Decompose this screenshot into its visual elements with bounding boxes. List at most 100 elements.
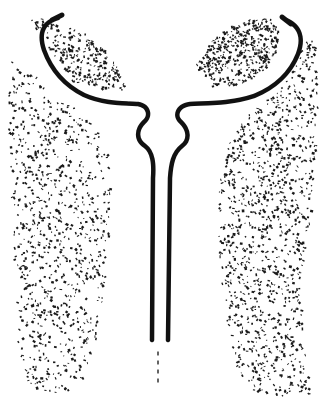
stipple-dot (282, 109, 283, 112)
stipple-dot (48, 192, 49, 194)
stipple-dot (12, 104, 15, 106)
stipple-dot (298, 137, 299, 139)
stipple-dot (250, 71, 251, 73)
stipple-dot (262, 216, 265, 218)
stipple-dot (266, 232, 268, 235)
stipple-dot (228, 181, 230, 184)
stipple-dot (25, 283, 27, 284)
stipple-dot (231, 267, 233, 269)
stipple-dot (95, 82, 97, 83)
stipple-dot (280, 273, 282, 276)
stipple-dot (23, 163, 25, 165)
stipple-dot (83, 55, 85, 58)
stipple-dot (219, 45, 222, 46)
stipple-dot (34, 345, 36, 348)
stipple-dot (108, 83, 110, 85)
stipple-dot (70, 126, 73, 127)
stipple-dot (242, 187, 245, 189)
stipple-dot (278, 132, 280, 133)
stipple-dot (271, 98, 273, 99)
stipple-dot (249, 251, 252, 254)
stipple-dot (33, 145, 34, 147)
stipple-dot (109, 79, 110, 81)
stipple-dot (307, 208, 309, 210)
stipple-dot (105, 58, 107, 60)
stipple-dot (79, 228, 81, 229)
stipple-dot (78, 205, 79, 207)
stipple-dot (48, 139, 50, 142)
stipple-dot (233, 58, 235, 60)
stipple-dot (38, 323, 39, 325)
stipple-dot (223, 54, 224, 56)
stipple-dot (20, 123, 22, 125)
stipple-dot (277, 175, 279, 177)
stipple-dot (218, 70, 220, 71)
stipple-dot (265, 176, 268, 178)
stipple-dot (253, 252, 254, 253)
stipple-dot (58, 211, 60, 213)
stipple-dot (255, 273, 257, 276)
stipple-dot (264, 268, 266, 270)
stipple-dot (68, 48, 70, 51)
stipple-dot (255, 309, 257, 310)
stipple-dot (8, 101, 10, 104)
stipple-dot (253, 186, 255, 188)
stipple-dot (38, 304, 39, 306)
stipple-dot (58, 202, 60, 205)
stipple-dot (212, 41, 213, 42)
stipple-dot (273, 327, 275, 329)
stipple-dot (99, 65, 102, 67)
stipple-dot (268, 59, 270, 60)
stipple-dot (35, 283, 36, 286)
stipple-dot (251, 350, 253, 353)
stipple-dot (269, 127, 270, 130)
stipple-dot (294, 219, 296, 222)
stipple-dot (49, 173, 52, 174)
stipple-dot (90, 54, 93, 56)
stipple-dot (75, 273, 77, 274)
stipple-dot (33, 261, 34, 262)
stipple-dot (293, 233, 295, 235)
stipple-dot (300, 365, 301, 368)
stipple-dot (82, 60, 83, 61)
stipple-dot (121, 89, 123, 91)
stipple-dot (237, 157, 239, 159)
stipple-dot (97, 208, 99, 209)
stipple-dot (43, 353, 45, 356)
stipple-dot (96, 148, 98, 151)
stipple-dot (275, 26, 277, 28)
stipple-dot (289, 210, 291, 212)
stipple-dot (92, 198, 94, 200)
stipple-dot (98, 78, 100, 80)
stipple-dot (258, 176, 259, 178)
stipple-dot (249, 163, 251, 165)
stipple-dot (302, 328, 304, 331)
stipple-dot (286, 318, 289, 320)
stipple-dot (302, 386, 304, 387)
stipple-dot (279, 323, 282, 325)
stipple-dot (94, 335, 95, 337)
stipple-dot (48, 149, 50, 150)
stipple-dot (46, 315, 48, 316)
stipple-dot (254, 121, 255, 122)
stipple-dot (234, 295, 235, 297)
stipple-dot (14, 190, 16, 192)
stipple-dot (107, 208, 110, 211)
stipple-dot (42, 344, 43, 345)
stipple-dot (230, 60, 231, 61)
stipple-dot (95, 134, 98, 135)
stipple-dot (284, 390, 286, 393)
stipple-dot (283, 305, 285, 307)
stipple-dot (23, 128, 24, 130)
stipple-dot (90, 322, 92, 323)
stipple-dot (25, 308, 28, 310)
stipple-dot (36, 24, 37, 26)
stipple-dot (239, 64, 241, 65)
stipple-dot (298, 288, 300, 289)
stipple-dot (268, 191, 270, 194)
stipple-dot (315, 78, 318, 79)
stipple-dot (233, 233, 236, 235)
stipple-dot (95, 332, 97, 335)
stipple-dot (63, 36, 66, 38)
stipple-dot (56, 130, 58, 133)
